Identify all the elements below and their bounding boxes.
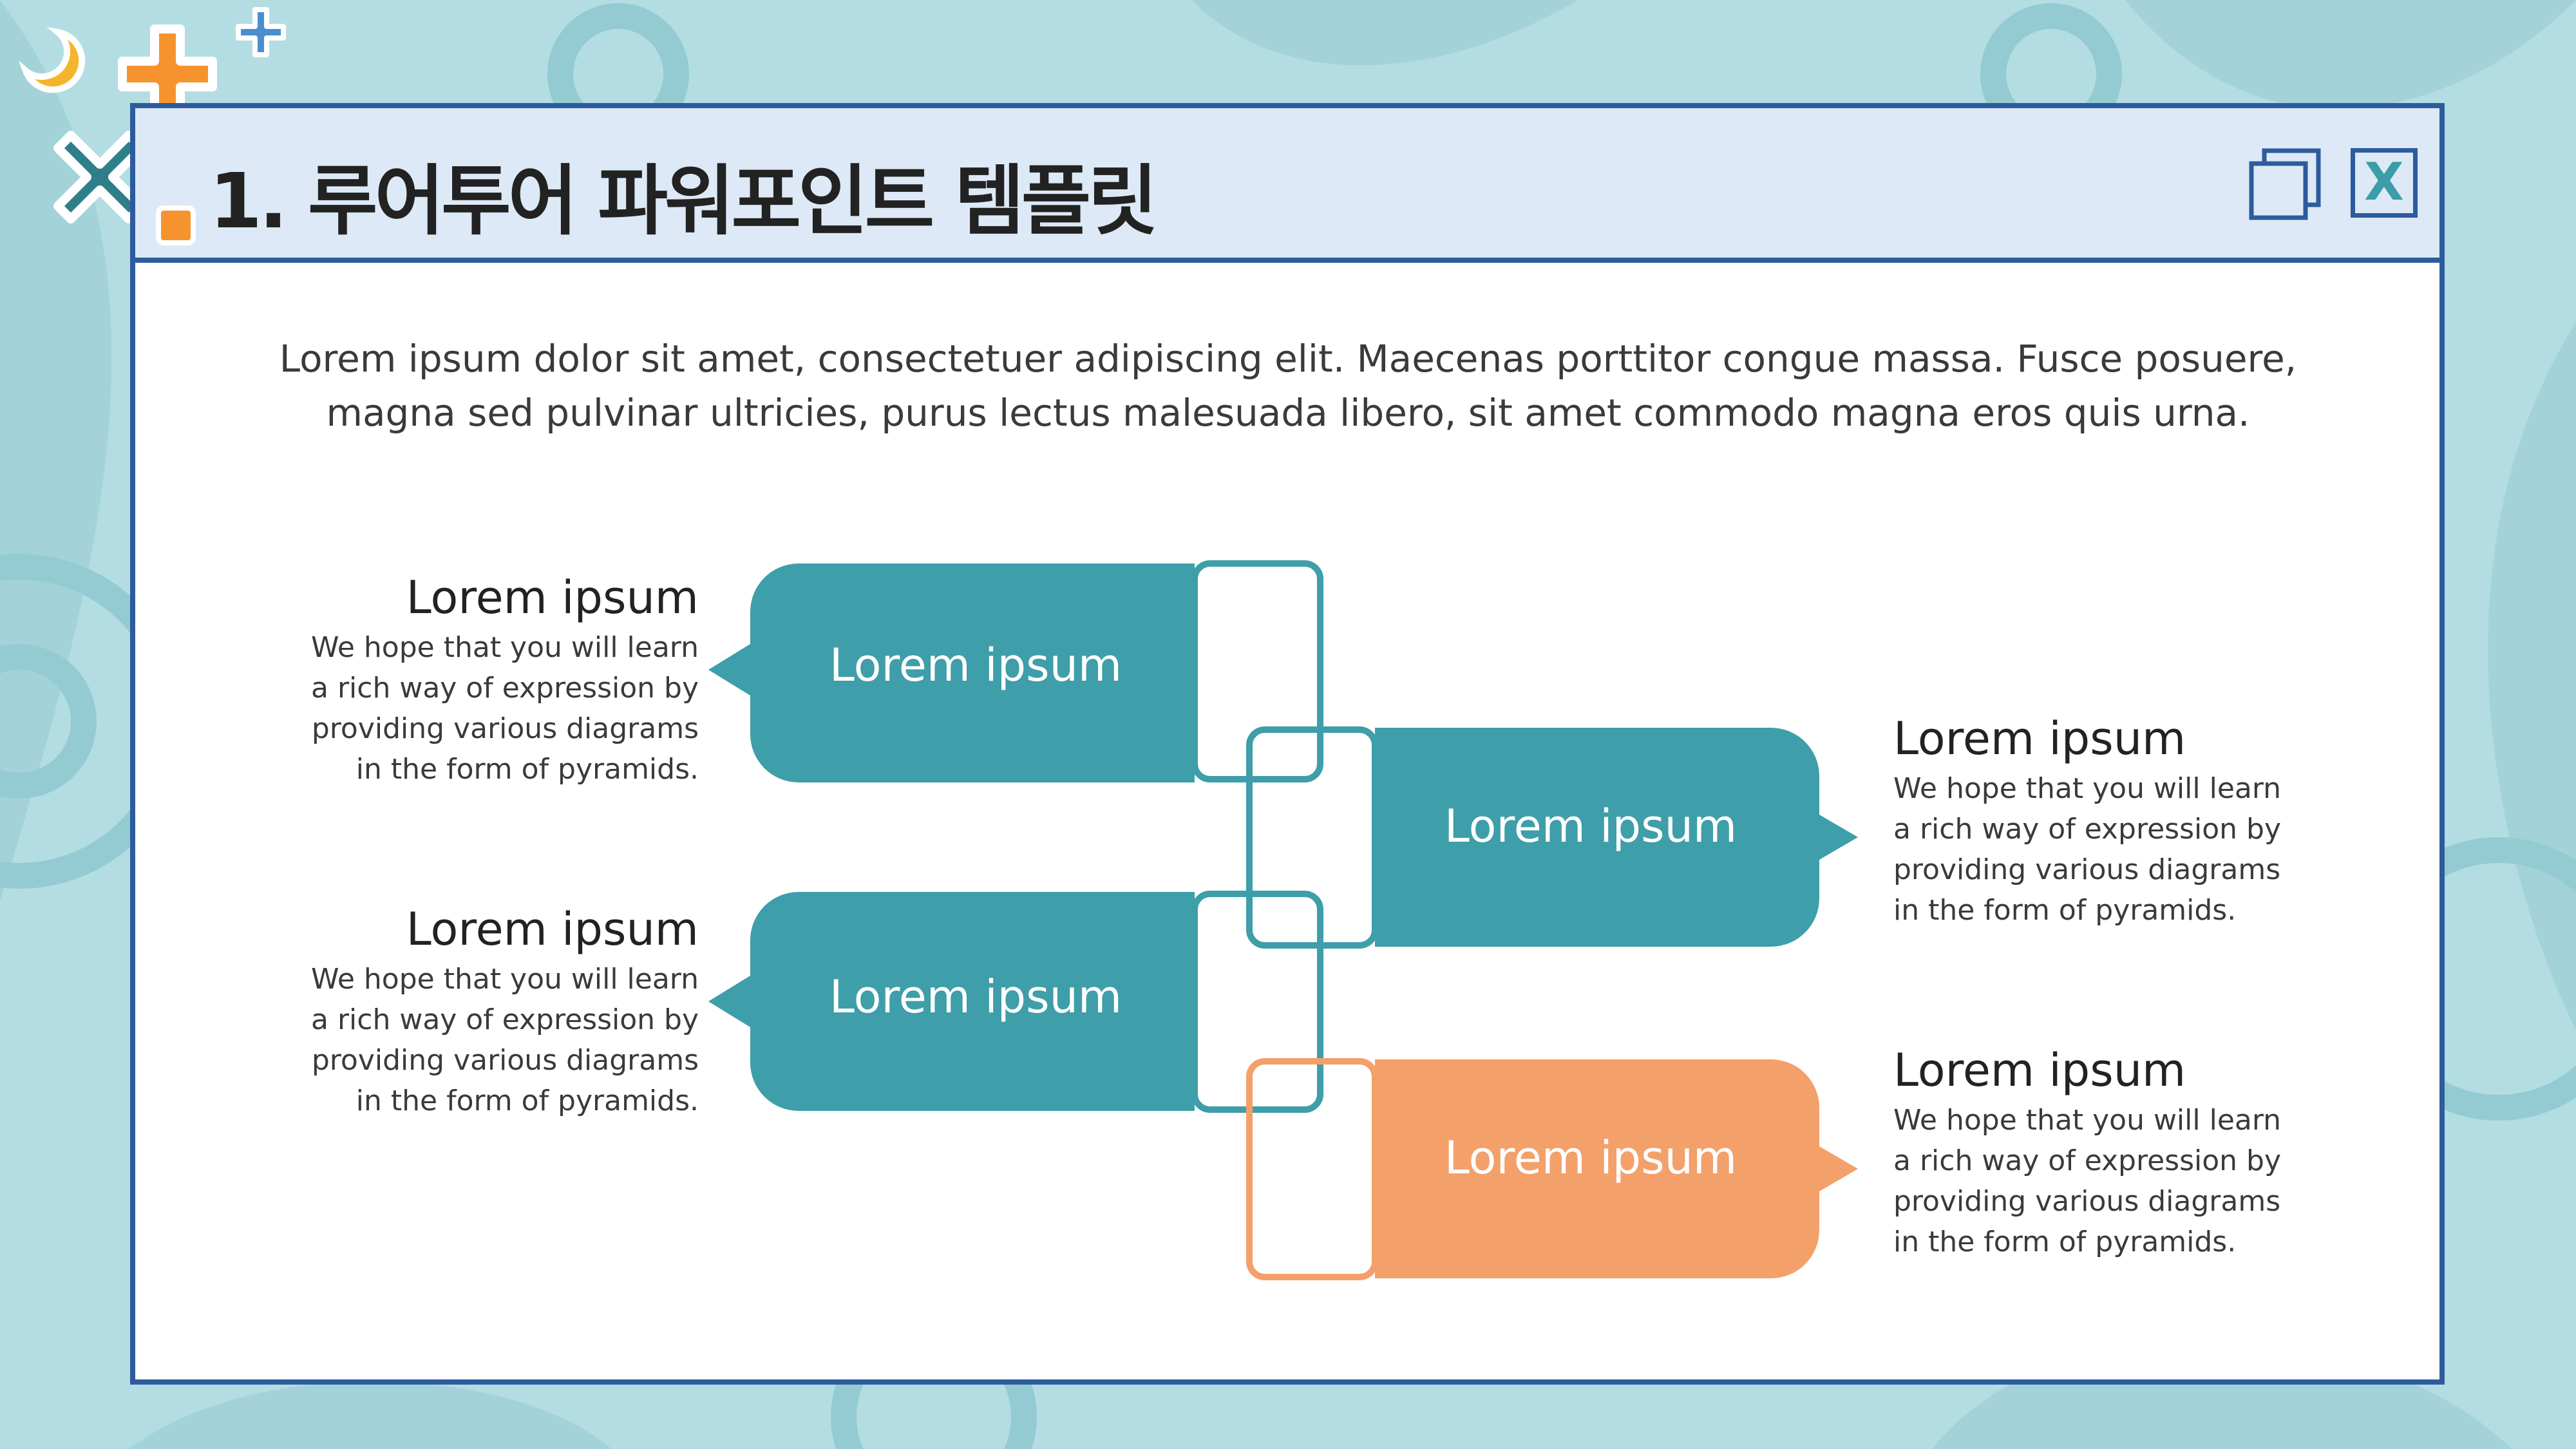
x-cross-icon xyxy=(53,131,146,223)
small-plus-icon xyxy=(236,7,286,57)
moon-icon xyxy=(18,26,86,93)
caption-3-body: We hope that you will learn a rich way o… xyxy=(310,963,699,1117)
copy-windows-icon[interactable] xyxy=(2246,146,2324,223)
box-2-label: Lorem ipsum xyxy=(1444,800,1738,853)
caption-2-body: We hope that you will learn a rich way o… xyxy=(1893,772,2282,927)
square-icon xyxy=(156,205,196,245)
intro-paragraph: Lorem ipsum dolor sit amet, consectetuer… xyxy=(279,337,2297,435)
slide-title: 1. 루어투어 파워포인트 템플릿 xyxy=(209,156,1158,245)
title-bar: 1. 루어투어 파워포인트 템플릿 X xyxy=(135,108,2439,263)
caption-1: Lorem ipsum We hope that you will learn … xyxy=(287,572,699,790)
caption-1-heading: Lorem ipsum xyxy=(406,571,699,624)
box-4-label: Lorem ipsum xyxy=(1444,1132,1738,1184)
close-button[interactable]: X xyxy=(2351,148,2418,218)
caption-2: Lorem ipsum We hope that you will learn … xyxy=(1893,713,2306,931)
caption-3: Lorem ipsum We hope that you will learn … xyxy=(287,904,699,1121)
caption-4-heading: Lorem ipsum xyxy=(1893,1044,2186,1097)
caption-2-heading: Lorem ipsum xyxy=(1893,712,2186,765)
caption-4-body: We hope that you will learn a rich way o… xyxy=(1893,1104,2282,1258)
caption-4: Lorem ipsum We hope that you will learn … xyxy=(1893,1045,2306,1262)
box-1-label: Lorem ipsum xyxy=(829,639,1122,692)
box-3-label: Lorem ipsum xyxy=(829,971,1122,1023)
caption-3-heading: Lorem ipsum xyxy=(406,903,699,956)
caption-1-body: We hope that you will learn a rich way o… xyxy=(310,631,699,786)
